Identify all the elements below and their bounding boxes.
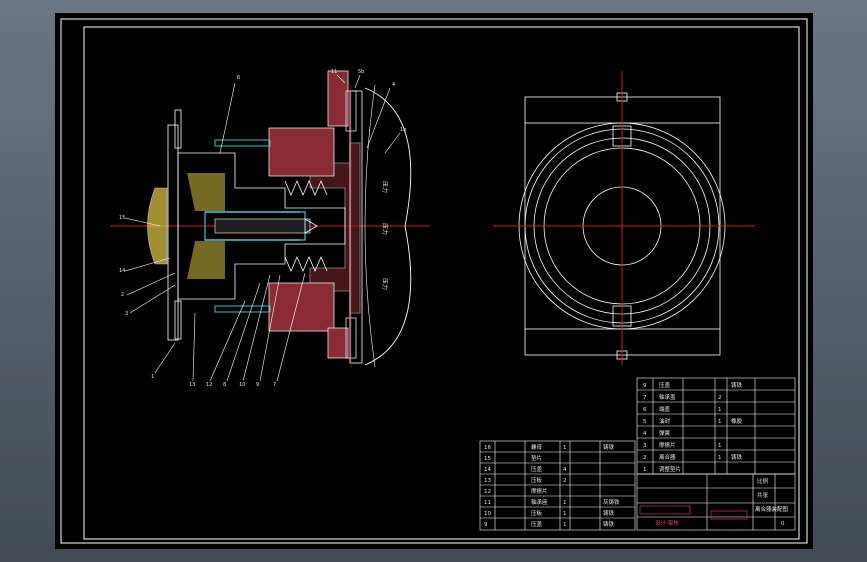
table-cell: 压盖 — [531, 465, 543, 473]
table-cell: 铸铁 — [603, 520, 615, 528]
callout-8: 8 — [223, 382, 226, 388]
table-cell: 铸铁 — [603, 509, 615, 517]
table-cell: 11 — [484, 500, 491, 506]
callout-14: 14 — [119, 268, 125, 274]
callout-10: 10 — [239, 382, 245, 388]
table-cell: 1 — [718, 419, 722, 425]
drawing-sheet: 6 11 5b 4 1b 15 14 2 3 1 13 12 8 10 9 7 … — [55, 13, 813, 549]
sheet-label: 共张 — [757, 491, 769, 499]
inner-frame — [83, 26, 800, 540]
callout-9: 9 — [256, 382, 259, 388]
table-cell: 铸铁 — [731, 453, 743, 461]
table-cell: 1 — [563, 511, 567, 517]
table-cell: 7 — [643, 395, 647, 401]
table-cell: 1 — [643, 467, 647, 473]
callout-15: 15 — [119, 215, 125, 221]
callout-1: 1 — [151, 374, 154, 380]
scale-label: 比例 — [757, 477, 769, 485]
callout-1b: 1b — [400, 127, 406, 133]
callout-5b: 5b — [358, 69, 364, 75]
callout-12: 12 — [206, 382, 212, 388]
callout-11: 11 — [331, 69, 337, 75]
sheet-number: 0 — [781, 521, 785, 527]
table-cell: 压板 — [531, 509, 543, 517]
table-cell: 4 — [563, 467, 567, 473]
callout-13: 13 — [189, 382, 195, 388]
callout-labels: 6 11 5b 4 1b 15 14 2 3 1 13 12 8 10 9 7 — [119, 69, 406, 388]
table-cell: 2 — [718, 395, 722, 401]
table-cell: 2 — [563, 478, 567, 484]
table-cell: 铸铁 — [603, 443, 615, 451]
table-cell: 压盖 — [531, 520, 543, 528]
table-cell: 弹簧 — [659, 429, 671, 437]
table-cell: 调整垫片 — [659, 465, 681, 473]
table-cell: 10 — [484, 511, 491, 517]
parts-table-left — [479, 440, 636, 531]
side-label-top: 压力 — [381, 181, 389, 193]
table-cell: 压板 — [531, 476, 543, 484]
table-cell: 4 — [643, 431, 647, 437]
table-cell: 油封 — [659, 417, 671, 425]
side-label-mid: 压力 — [381, 223, 389, 235]
table-cell: 15 — [484, 456, 491, 462]
side-labels: 压力 压力 压力 — [381, 181, 389, 290]
table-cell: 铸铁 — [731, 381, 743, 389]
table-cell: 2 — [643, 455, 647, 461]
table-cell: 3 — [643, 443, 647, 449]
table-cell: 6 — [643, 407, 647, 413]
table-cell: 轴承盖 — [659, 393, 676, 401]
table-cell: 螺母 — [531, 443, 543, 451]
table-cell: 1 — [563, 445, 567, 451]
table-cell: 1 — [718, 443, 722, 449]
side-label-bottom: 压力 — [381, 278, 389, 290]
callout-2: 2 — [121, 292, 124, 298]
table-cell: 压盖 — [659, 381, 671, 389]
table-cell: 灰铸铁 — [603, 498, 620, 506]
table-cell: 9 — [643, 383, 647, 389]
table-cell: 5 — [643, 419, 647, 425]
outer-frame — [60, 18, 808, 544]
callout-3: 3 — [125, 311, 128, 317]
callout-4: 4 — [392, 82, 395, 88]
table-cell: 离合器 — [659, 453, 676, 461]
table-cell: 12 — [484, 489, 491, 495]
callout-7: 7 — [273, 382, 276, 388]
table-cell: 1 — [563, 500, 567, 506]
callout-6: 6 — [237, 75, 240, 81]
assembly-drawing: 6 11 5b 4 1b 15 14 2 3 1 13 12 8 10 9 7 … — [60, 18, 808, 544]
table-cell: 14 — [484, 467, 491, 473]
table-cell: 摩擦片 — [531, 487, 548, 495]
table-cell: 9 — [484, 522, 488, 528]
table-cell: 1 — [718, 455, 722, 461]
title-block — [636, 473, 796, 531]
table-cell: 垫片 — [531, 454, 542, 462]
table-cell: 端盖 — [659, 405, 671, 413]
table-cell: 1 — [563, 522, 567, 528]
table-cell: 轴承座 — [531, 498, 548, 506]
table-cell: 16 — [484, 445, 491, 451]
company-label: 设计 审核 — [655, 519, 679, 527]
table-cell: 橡胶 — [731, 417, 743, 425]
table-cell: 13 — [484, 478, 491, 484]
table-cell: 摩擦片 — [659, 441, 676, 449]
section-view — [110, 70, 430, 382]
table-cell: 1 — [718, 407, 722, 413]
drawing-name: 离合器装配图 — [755, 505, 789, 513]
